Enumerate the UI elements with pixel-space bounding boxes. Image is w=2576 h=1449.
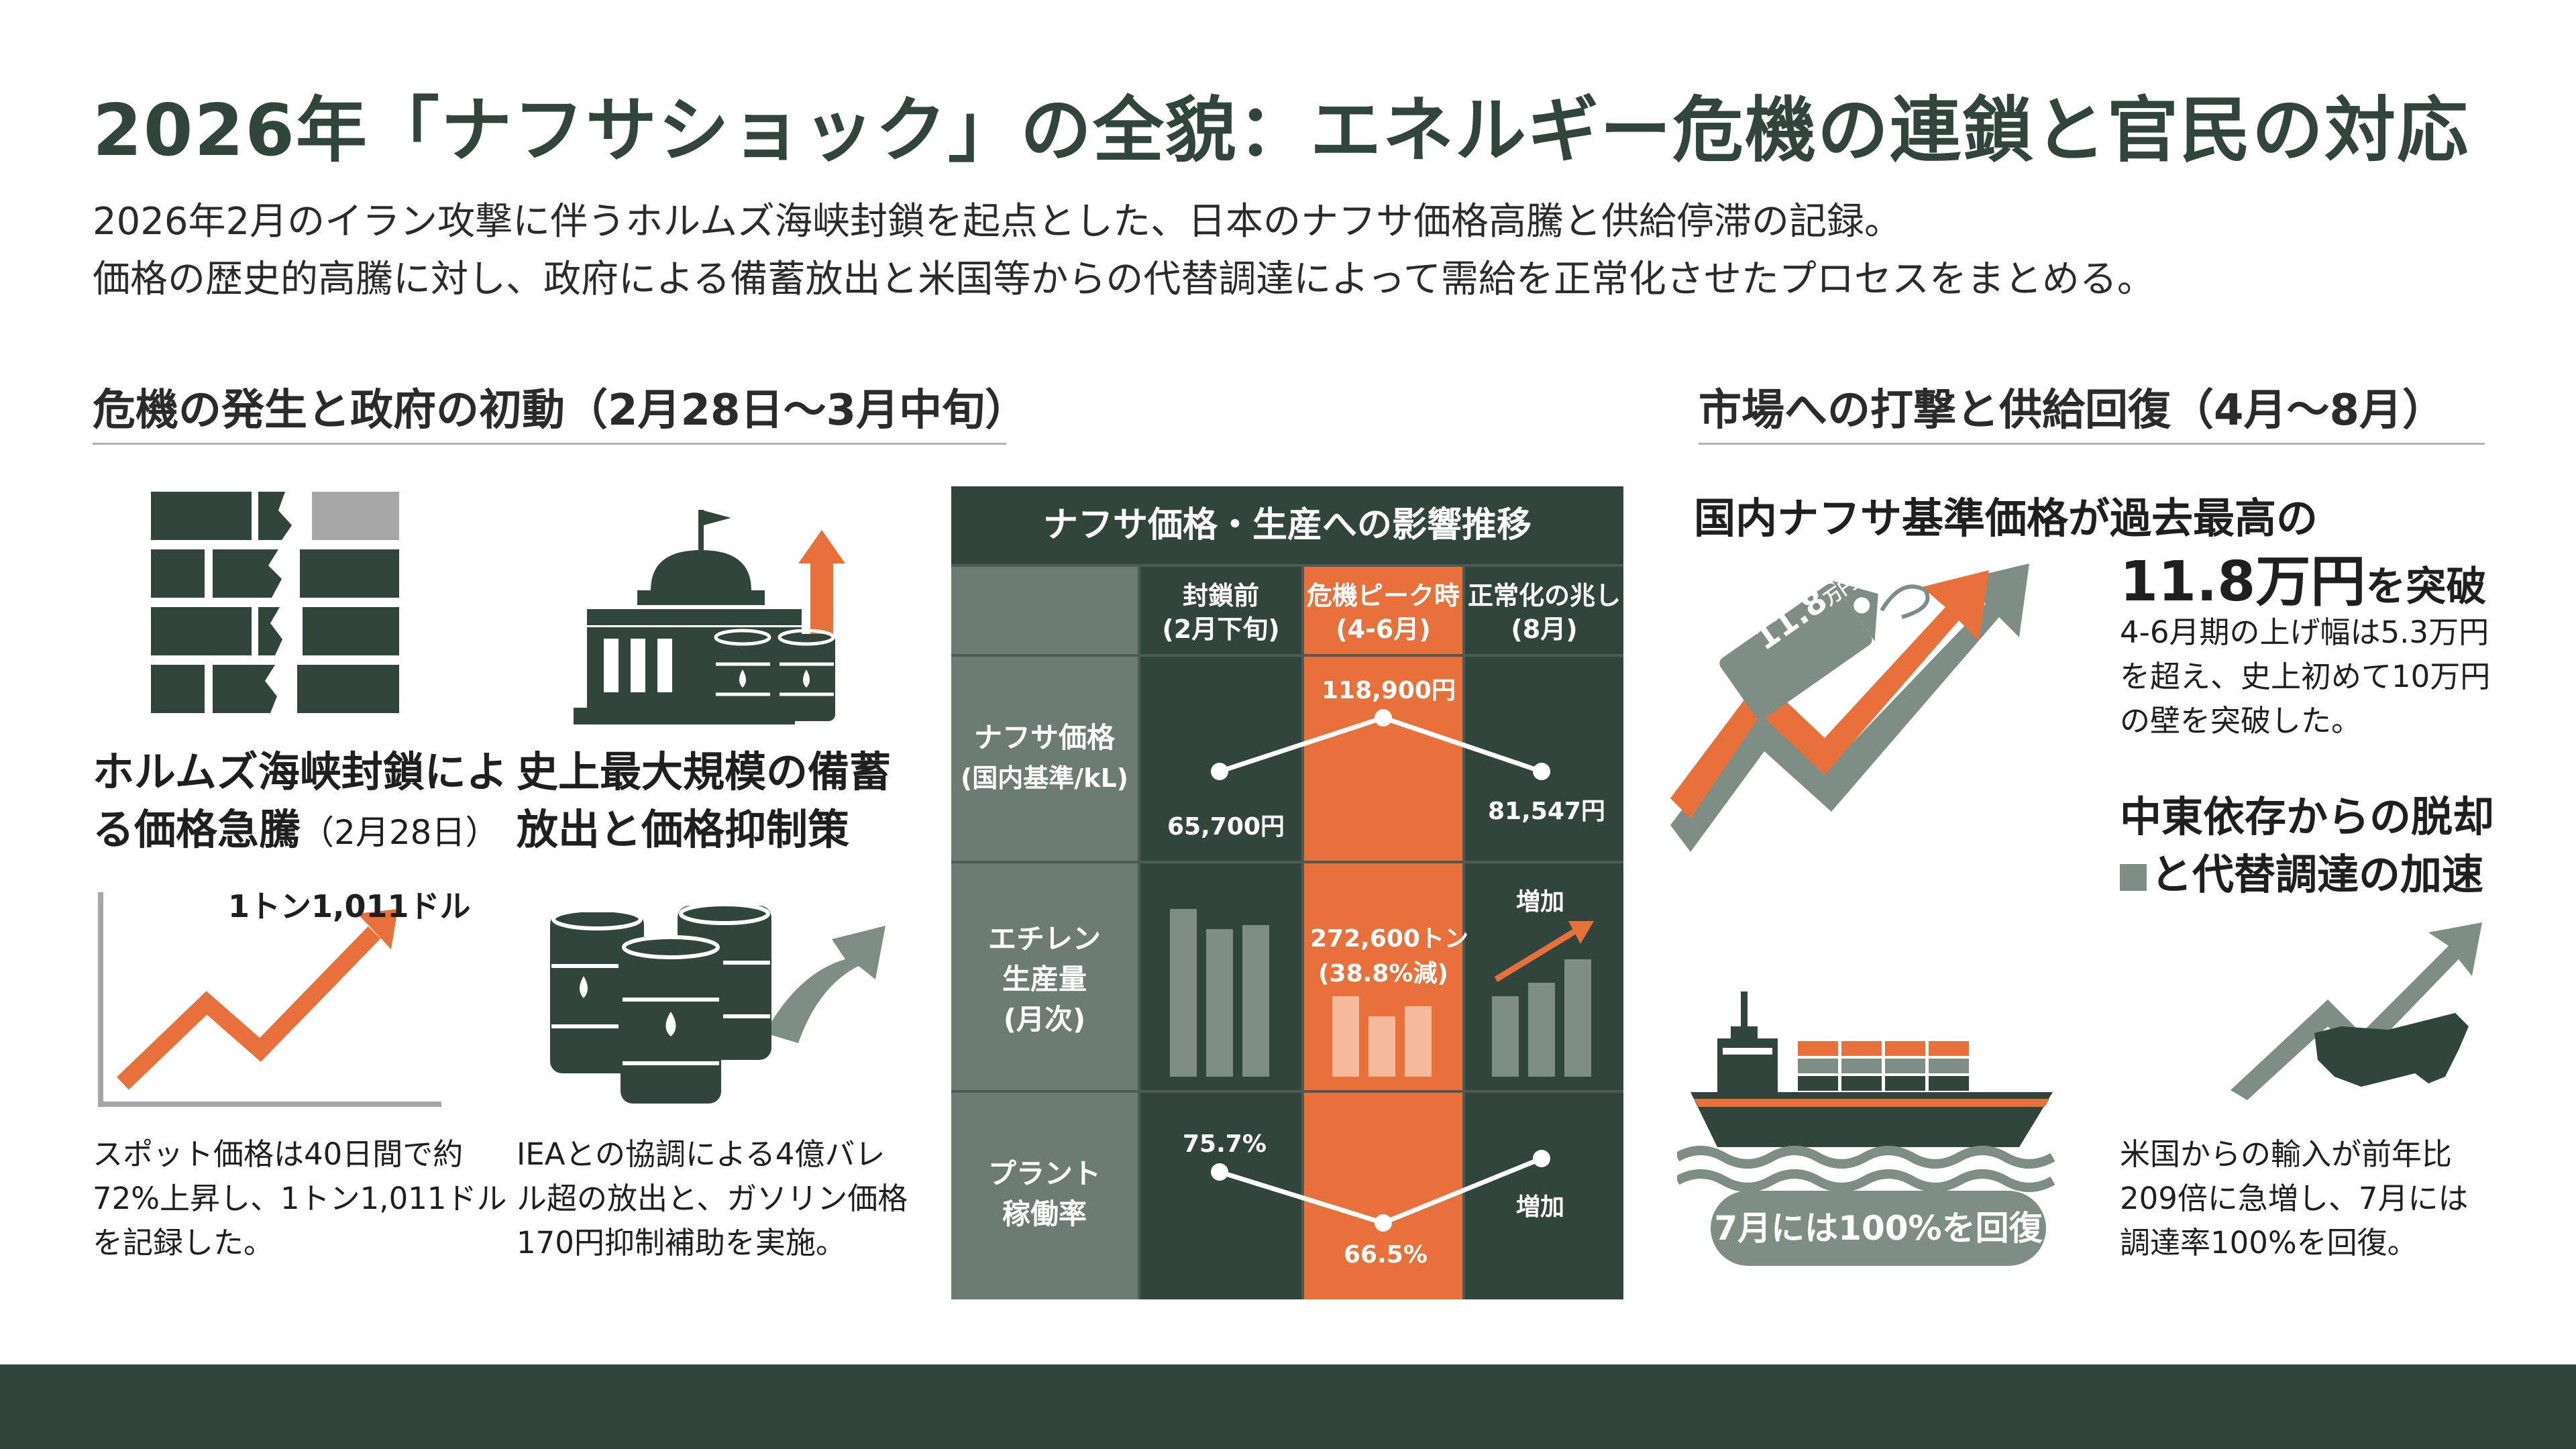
spot-price-label: 1トン1,011ドル [228,888,471,924]
naphtha-impact-table: ナフサ価格・生産への影響推移 封鎖前 (2月下旬) 危機ピーク時 (4-6月) … [951,486,1623,1299]
column-header-peak: 危機ピーク時 (4-6月) [1304,579,1462,646]
government-building-oil-barrels-icon [574,510,845,724]
right-section-heading: 市場への打撃と供給回復（4月〜8月） [1699,386,2446,435]
body-line: 72%上昇し、1トン1,011ドル [93,1181,507,1216]
row-label-line: (月次) [1003,1003,1086,1036]
row-divider [951,654,1623,657]
title-line: 放出と価格抑制策 [517,805,850,854]
row-label-price: ナフサ価格 (国内基準/kL) [951,718,1138,798]
body-line: 209倍に急増し、7月には [2120,1181,2469,1216]
column-header-line: (4-6月) [1336,614,1431,644]
column-header-line: (8月) [1511,614,1578,644]
hormuz-title: ホルムズ海峡封鎖によ る価格急騰（2月28日） [93,743,522,861]
utilization-normalizing-value: 増加 [1516,1193,1565,1221]
table-title: ナフサ価格・生産への影響推移 [951,486,1623,564]
ethylene-peak-amount: 272,600トン [1310,925,1468,953]
column-header-line: 封鎖前 [1182,581,1259,610]
reserve-release-title: 史上最大規模の備蓄 放出と価格抑制策 [517,743,919,859]
column-header-normalizing: 正常化の兆し (8月) [1465,579,1623,646]
title-text: と代替調達の加速 [2151,850,2484,899]
row-label-line: 生産量 [1002,963,1087,996]
spot-price-trend-chart [98,892,441,1107]
row-label-line: (国内基準/kL) [960,763,1129,793]
oil-barrels-arrow-icon [550,902,885,1104]
title-line: と代替調達の加速 [2120,846,2522,904]
subtitle-line: 2026年2月のイラン攻撃に伴うホルムズ海峡封鎖を起点とした、日本のナフサ価格高… [93,200,1902,244]
table-line-graphics [1170,709,1594,1232]
body-line: 170円抑制補助を実施。 [517,1225,846,1260]
row-label-line: ナフサ価格 [973,721,1115,754]
column-header-line: 危機ピーク時 [1306,581,1460,610]
footer-bar [0,1364,2576,1449]
row-label-line: エチレン [987,922,1101,955]
row-label-utilization: プラント 稼働率 [951,1154,1138,1234]
recovery-badge: 7月には100%を回復 [1711,1191,2046,1266]
row-divider [951,861,1623,863]
price-normalizing-value: 81,547円 [1488,798,1605,825]
body-line: 調達率100%を回復。 [2120,1225,2418,1260]
row-label-line: 稼働率 [1002,1197,1087,1230]
record-price-title: 国内ナフサ基準価格が過去最高の [1694,494,2318,543]
left-section-heading: 危機の発生と政府の初動（2月28日〜3月中旬） [93,386,1028,435]
price-before-value: 65,700円 [1167,813,1285,841]
left-section-rule [93,443,1006,445]
column-header-line: 正常化の兆し [1467,581,1621,610]
title-line: 史上最大規模の備蓄 [517,747,892,796]
us-import-arrow-icon [2231,922,2482,1100]
reserve-release-description: IEAとの協調による4億バレ ル超の放出と、ガソリン価格 170円抑制補助を実施… [517,1132,932,1265]
broken-wall-icon [151,492,399,713]
hormuz-description: スポット価格は40日間で約 72%上昇し、1トン1,011ドル を記録した。 [93,1132,508,1265]
record-price-suffix: を突破 [2365,564,2487,610]
row-label-line: プラント [987,1157,1101,1190]
title-line: ホルムズ海峡封鎖によ [93,747,508,796]
column-header-before: 封鎖前 (2月下旬) [1140,579,1301,646]
right-section-rule [1699,443,2485,445]
record-price-number: 11.8万円 [2120,550,2366,614]
body-line: スポット価格は40日間で約 [93,1136,464,1172]
body-line: 4-6月期の上げ幅は5.3万円 [2120,614,2489,650]
table-column-peak [1304,567,1462,1299]
diversification-title: 中東依存からの脱却 と代替調達の加速 [2120,788,2522,904]
body-line: ル超の放出と、ガソリン価格 [517,1181,908,1216]
body-line: の壁を突破した。 [2120,703,2362,739]
body-line: 米国からの輸入が前年比 [2120,1136,2453,1172]
body-line: を記録した。 [93,1225,274,1260]
price-peak-value: 118,900円 [1322,677,1456,704]
lock-icon [2120,863,2147,891]
title-date: （2月28日） [301,813,499,852]
body-line: を超え、史上初めて10万円 [2120,659,2491,694]
row-divider [951,1090,1623,1093]
title-line: 中東依存からの脱却 [2120,792,2495,841]
ethylene-normalizing-value: 増加 [1516,888,1565,916]
cargo-ship-icon [1677,991,2055,1208]
utilization-before-value: 75.7% [1183,1130,1267,1158]
table-label-column [951,567,1138,1299]
diversification-description: 米国からの輸入が前年比 209倍に急増し、7月には 調達率100%を回復。 [2120,1132,2522,1265]
body-line: IEAとの協調による4億バレ [517,1136,885,1172]
ethylene-peak-value: 272,600トン (38.8%減) [1310,919,1468,989]
title-line: る価格急騰（2月28日） [93,801,522,861]
row-label-ethylene: エチレン 生産量 (月次) [951,919,1138,1040]
title-text: る価格急騰 [93,805,301,854]
record-price-value: 11.8万円を突破 [2120,537,2486,616]
page-title: 2026年「ナフサショック」の全貌：エネルギー危機の連鎖と官民の対応 [93,89,2470,172]
column-header-line: (2月下旬) [1162,614,1280,644]
price-surge-arrow-icon [1670,564,2029,852]
utilization-peak-value: 66.5% [1344,1241,1428,1269]
ethylene-peak-note: (38.8%減) [1318,960,1448,987]
subtitle-line: 価格の歴史的高騰に対し、政府による備蓄放出と米国等からの代替調達によって需給を正… [93,258,2155,301]
record-price-description: 4-6月期の上げ幅は5.3万円 を超え、史上初めて10万円 の壁を突破した。 [2120,610,2522,743]
page-subtitle: 2026年2月のイラン攻撃に伴うホルムズ海峡封鎖を起点とした、日本のナフサ価格高… [93,193,2155,309]
